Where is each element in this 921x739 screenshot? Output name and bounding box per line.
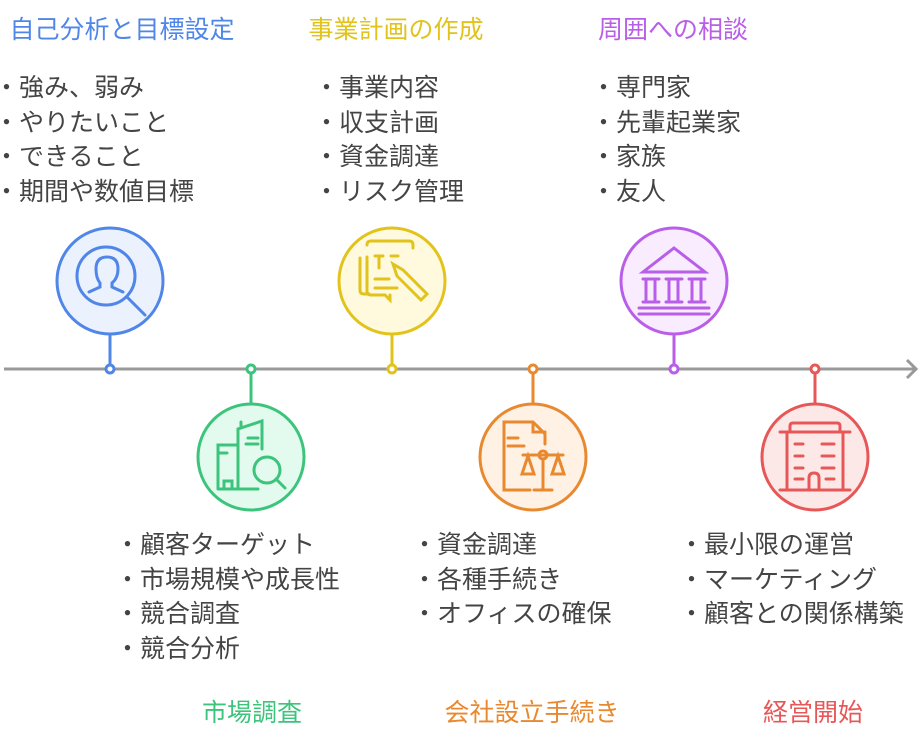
list-item: 競合分析 xyxy=(115,632,340,667)
step-1-node xyxy=(55,226,165,375)
step-2-title: 市場調査 xyxy=(201,698,303,727)
user-search-icon xyxy=(75,245,147,317)
step-1-title: 自己分析と目標設定 xyxy=(9,15,235,44)
list-item: マーケティング xyxy=(679,563,904,598)
step-4-list: 資金調達 各種手続き オフィスの確保 xyxy=(412,528,612,632)
step-4-node xyxy=(478,363,588,512)
list-item: 資金調達 xyxy=(314,140,464,175)
step-4-title: 会社設立手続き xyxy=(444,698,620,727)
step-3-title: 事業計画の作成 xyxy=(308,15,484,44)
list-item: 最小限の運営 xyxy=(679,528,904,563)
step-6-node xyxy=(760,363,870,512)
step-5-list: 専門家 先輩起業家 家族 友人 xyxy=(591,71,741,209)
list-item: 顧客ターゲット xyxy=(115,528,340,563)
list-item: できること xyxy=(0,140,194,175)
list-item: 市場規模や成長性 xyxy=(115,563,340,598)
list-item: 先輩起業家 xyxy=(591,106,741,141)
list-item: オフィスの確保 xyxy=(412,597,612,632)
step-3-node xyxy=(337,226,447,375)
list-item: 友人 xyxy=(591,175,741,210)
list-item: 期間や数値目標 xyxy=(0,175,194,210)
list-item: 専門家 xyxy=(591,71,741,106)
step-5-node xyxy=(619,226,729,375)
list-item: 顧客との関係構築 xyxy=(679,597,904,632)
list-item: 強み、弱み xyxy=(0,71,194,106)
list-item: 各種手続き xyxy=(412,563,612,598)
building-search-icon xyxy=(216,418,287,491)
list-item: 競合調査 xyxy=(115,597,340,632)
list-item: リスク管理 xyxy=(314,175,464,210)
list-item: 収支計画 xyxy=(314,106,464,141)
timeline-arrow-icon xyxy=(905,358,919,380)
step-3-list: 事業内容 収支計画 資金調達 リスク管理 xyxy=(314,71,464,209)
step-2-node xyxy=(196,363,306,512)
step-5-title: 周囲への相談 xyxy=(597,15,749,44)
list-item: 家族 xyxy=(591,140,741,175)
document-scale-icon xyxy=(502,420,567,492)
document-pencil-icon xyxy=(358,239,430,304)
list-item: 資金調達 xyxy=(412,528,612,563)
step-1-list: 強み、弱み やりたいこと できること 期間や数値目標 xyxy=(0,71,194,209)
step-6-title: 経営開始 xyxy=(762,698,864,727)
institution-icon xyxy=(637,246,711,316)
step-2-list: 顧客ターゲット 市場規模や成長性 競合調査 競合分析 xyxy=(115,528,340,666)
list-item: やりたいこと xyxy=(0,106,194,141)
office-building-icon xyxy=(778,421,852,492)
list-item: 事業内容 xyxy=(314,71,464,106)
step-6-list: 最小限の運営 マーケティング 顧客との関係構築 xyxy=(679,528,904,632)
